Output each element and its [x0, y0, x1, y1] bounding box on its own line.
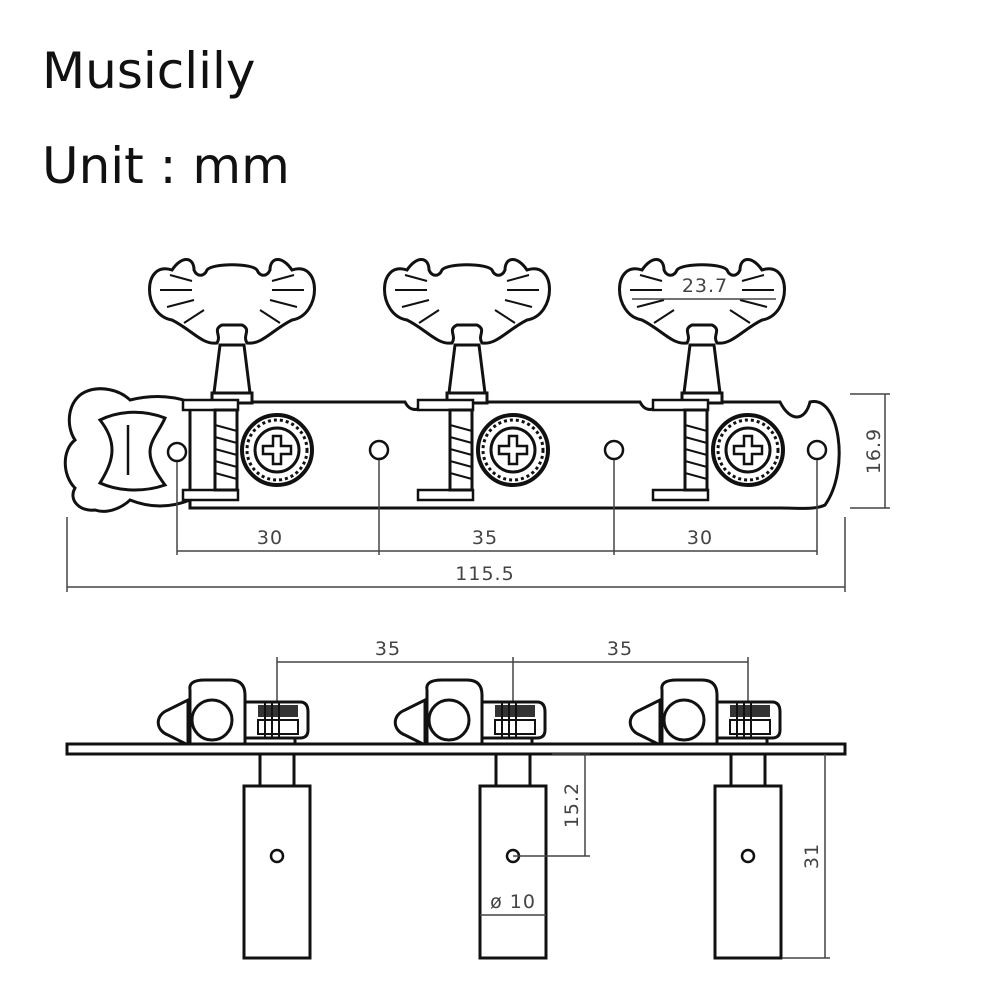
side-base-plate	[65, 742, 847, 756]
roller-spacing-left-label: 35	[375, 638, 401, 660]
roller-length-label: 31	[801, 843, 823, 869]
butterfly-knob	[383, 257, 551, 345]
mounting-hole	[603, 439, 625, 461]
roller-spacing-right-label: 35	[607, 638, 633, 660]
lyre-cutout	[97, 410, 168, 492]
mounting-hole	[166, 441, 188, 463]
knob-shaft	[210, 343, 254, 405]
unit-label: Unit : mm	[42, 137, 290, 195]
side-view: 35 35 15.2 ø 10 31	[65, 638, 847, 960]
knob-shaft	[680, 343, 724, 405]
tuner-side-head	[156, 678, 310, 752]
gear-with-screw	[240, 413, 314, 487]
knob-shaft	[445, 343, 489, 405]
spacing-left-label: 30	[257, 527, 283, 549]
hole-height-label: 15.2	[561, 782, 583, 828]
total-length-label: 115.5	[455, 563, 514, 585]
roller-diameter-label: ø 10	[490, 891, 536, 913]
string-roller	[242, 752, 312, 960]
spacing-right-label: 30	[687, 527, 713, 549]
spacing-middle-label: 35	[472, 527, 498, 549]
brand-title: Musiclily	[42, 42, 256, 100]
knob-width-label: 23.7	[682, 275, 728, 297]
plate-height-label: 16.9	[863, 428, 885, 474]
gear-with-screw	[711, 413, 785, 487]
tuner-side-head	[628, 678, 782, 752]
tuner-side-head	[393, 678, 547, 752]
top-view: 23.7 16.9 30 35 30 115.5	[63, 257, 890, 592]
mounting-hole	[806, 439, 828, 461]
butterfly-knob	[148, 257, 316, 345]
gear-with-screw	[476, 413, 550, 487]
mounting-hole	[368, 439, 390, 461]
string-roller	[713, 752, 783, 960]
butterfly-knob	[618, 257, 786, 345]
